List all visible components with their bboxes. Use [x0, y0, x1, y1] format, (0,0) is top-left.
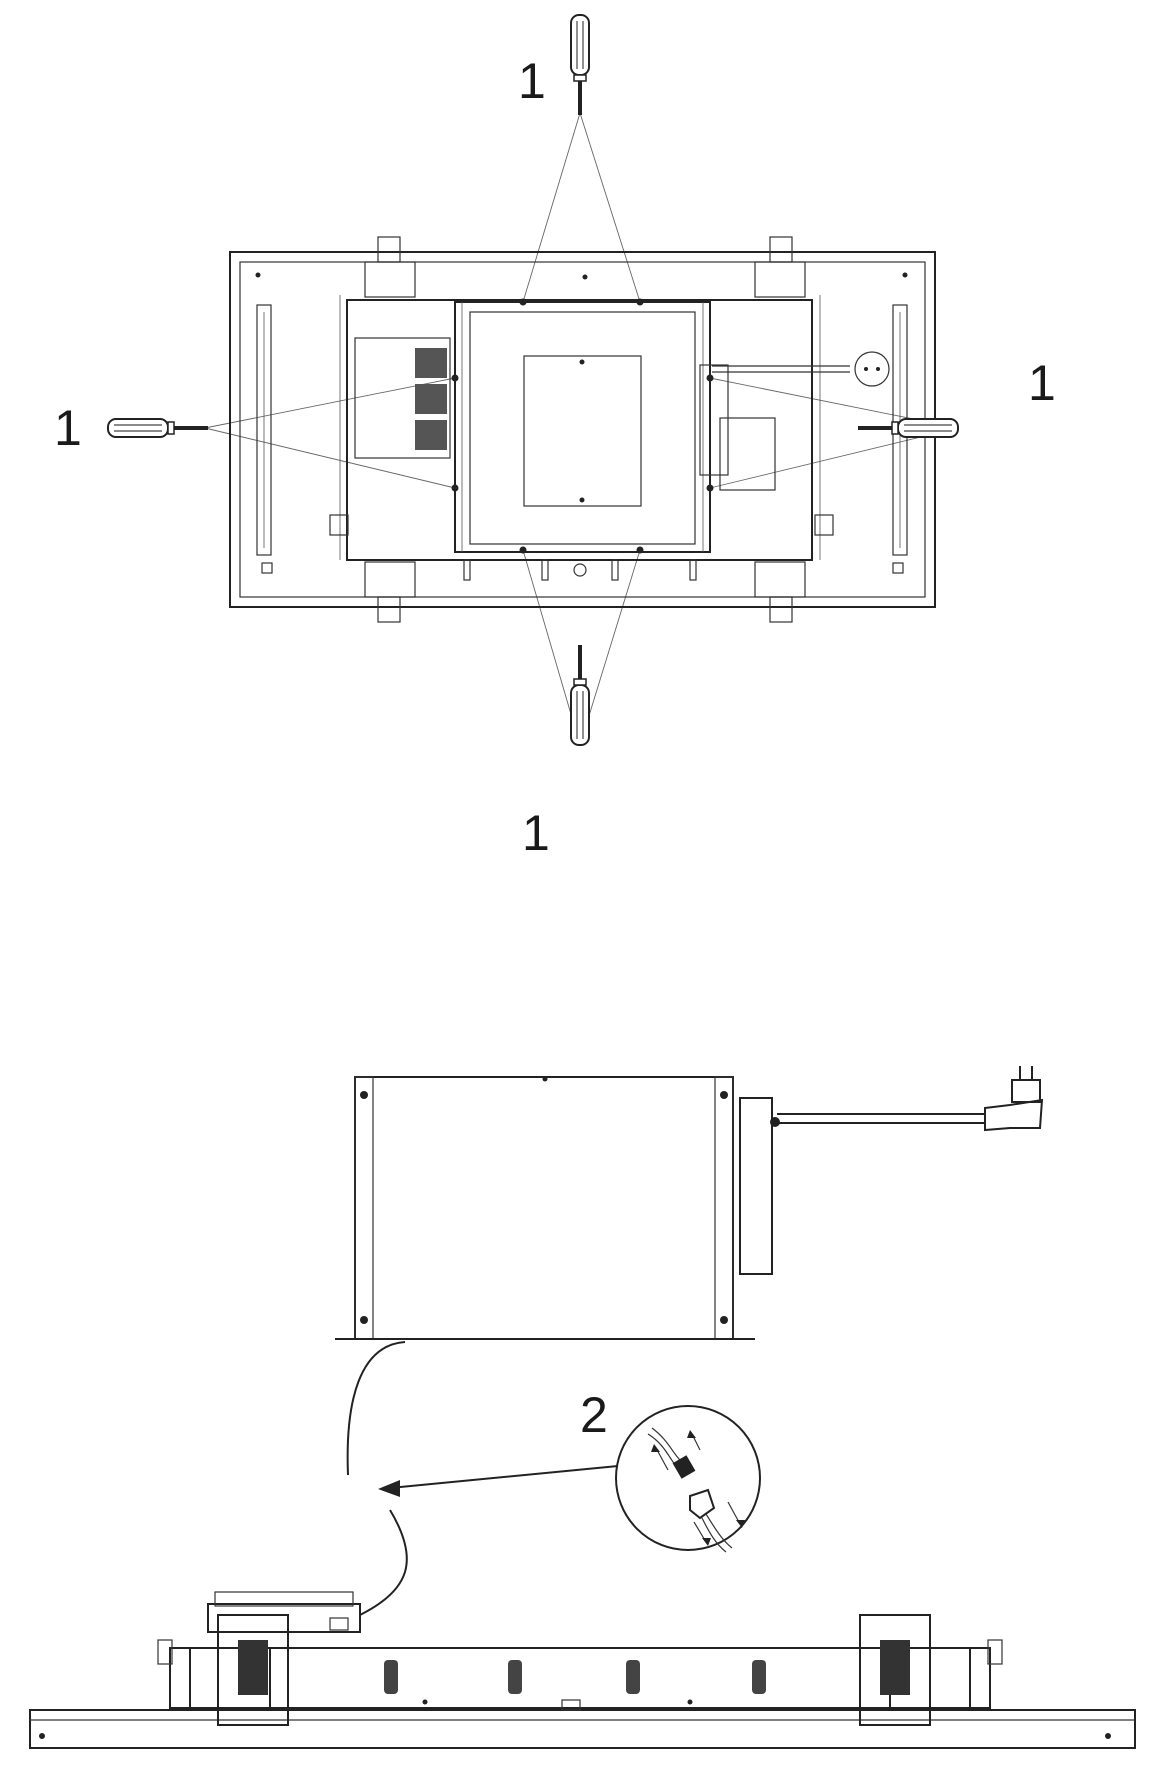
callout-1-top: 1 [518, 53, 546, 109]
panel-glass [29, 1709, 1136, 1749]
bracket-tab-tr [769, 236, 793, 263]
panel-back-rail [189, 1647, 971, 1709]
junction-box [719, 417, 776, 491]
bottom-connectors [463, 559, 697, 581]
base-bracket-left [157, 1614, 289, 1726]
left-rail [256, 304, 272, 556]
controller-unit [207, 1603, 361, 1633]
side-fixture-left [329, 514, 349, 536]
panel-rear-view: 1 1 1 1 [54, 13, 1056, 861]
wire-lower [359, 1509, 408, 1616]
heater-module [454, 301, 711, 553]
cable-clamp [699, 364, 729, 476]
base-bracket-right [859, 1614, 1003, 1726]
terminal-block-1 [415, 348, 447, 378]
screwdriver-icon [106, 417, 210, 439]
plug-icon [854, 351, 890, 387]
callout-1-right: 1 [1028, 355, 1056, 411]
back-plate [346, 299, 813, 561]
bracket-br [754, 561, 806, 598]
side-junction-box [739, 1097, 773, 1275]
heater-cover-plate [523, 355, 642, 507]
outer-frame [229, 251, 936, 608]
heater-box [354, 1076, 734, 1340]
terminal-block-3 [415, 420, 447, 450]
screwdriver-icon [569, 13, 591, 117]
wire-upper [346, 1341, 406, 1476]
bracket-tab-br [769, 596, 793, 623]
screw-points [255, 272, 908, 554]
controller-board [354, 337, 451, 459]
rail-clips [384, 1660, 766, 1705]
bracket-tr [754, 261, 806, 298]
screwdriver-icon [569, 643, 591, 747]
callout-2: 2 [580, 1387, 608, 1443]
callout-1-left: 1 [54, 400, 82, 456]
side-fixture-right [814, 514, 834, 536]
terminal-block-2 [415, 384, 447, 414]
connect-arrow [389, 1465, 619, 1489]
heater-module-face [469, 311, 696, 545]
bracket-tl [364, 261, 416, 298]
module-side-view: 2 [29, 1066, 1136, 1749]
screwdriver-icon [856, 417, 960, 439]
plug-icon [984, 1066, 1044, 1132]
bracket-bl [364, 561, 416, 598]
bracket-tab-tl [377, 236, 401, 263]
bracket-tab-bl [377, 596, 401, 623]
connector-icon [615, 1405, 761, 1553]
callout-1-bottom: 1 [522, 805, 550, 861]
